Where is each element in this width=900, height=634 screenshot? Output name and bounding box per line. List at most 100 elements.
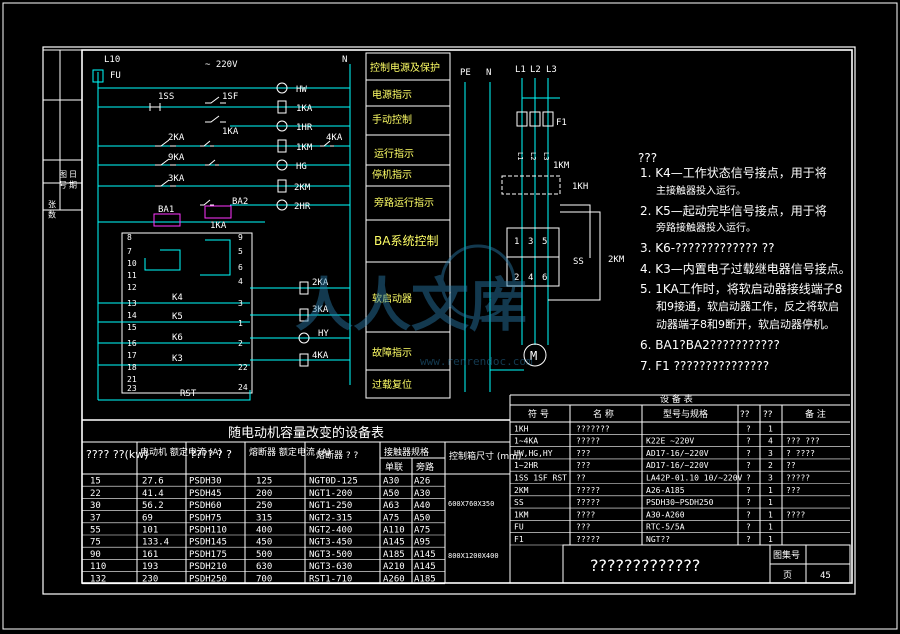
table1-cell: 15 [90,477,101,487]
table1-cell: NGT1-200 [309,489,352,499]
table1-cell: A260 [383,574,405,584]
power-l3: L3 [546,65,557,75]
table2-cell: ???? [786,510,805,519]
note-3: 旁路接触器投入运行。 [656,221,756,234]
watermark: 人人文库 www.renrendoc.com [295,244,533,368]
table1-cell: PSDH175 [189,550,227,560]
table1-cell: A30 [383,477,399,487]
note-7: 和9接通，软启动器工作，反之将软启 [656,299,839,313]
top-term-1: 3 [528,237,533,247]
term-left-0: 8 [127,233,132,242]
table2-cell: ??? [576,449,591,458]
k-label-1: K5 [172,312,183,322]
table2-cell: ? [746,498,751,507]
coil-label-6: 2KM [294,183,311,193]
table1-cell: A26 [414,477,430,487]
table1-cell: 500 [256,550,272,560]
table1-cell: PSDH45 [189,489,222,499]
stamp-text-0: 张 数 [48,200,57,220]
table2-cell: 3 [768,474,773,483]
power-l1: L1 [515,65,526,75]
table2-cell: FU [514,523,524,532]
k-label-2: K6 [172,333,183,343]
table1-cell: A95 [414,538,430,548]
table1-cell: 630 [256,562,272,572]
label-2ka: 2KA [168,133,185,143]
table2-cell: 1KH [514,424,529,433]
note-0: 1. K4—工作状态信号接点，用于将 [640,165,827,180]
border-frame [42,46,856,595]
table2-cell: 2KM [514,486,529,495]
bot-term-1: 4 [528,273,533,283]
table2-cell: 1 [768,510,773,519]
out-coil-3: 4KA [312,351,329,361]
t1-sub0: 单联 [385,461,403,473]
table1-cell: A185 [383,550,405,560]
k-label-0: K4 [172,293,183,303]
table1-cell: 700 [256,574,272,584]
label-9ka: 9KA [168,153,185,163]
t2-h0: 符 号 [528,408,549,420]
table1-cell: 27.6 [142,477,164,487]
coil-label-5: HG [296,162,307,172]
table2-cell: ? [746,449,751,458]
out-coil-1: 3KA [312,305,329,315]
label-ba2: BA2 [232,197,248,207]
table2-title: 设 备 表 [660,393,693,405]
table2-cell: ? [746,510,751,519]
table1-title: 随电动机容量改变的设备表 [228,425,384,441]
term-left-11: 21 [127,375,137,384]
func-label-6: BA系统控制 [374,234,438,248]
table2-cell: 2 [768,461,773,470]
table2-cell: ? ???? [786,449,815,458]
table1-cell: A50 [414,513,430,523]
table1-cell: 75 [90,538,101,548]
table1-cell: A40 [414,501,430,511]
table2-cell: 1 [768,498,773,507]
power-f1: F1 [556,118,567,128]
table2-cell: 1 [768,424,773,433]
stamp-text-1: 图 号 [59,170,68,190]
term-left-7: 15 [127,323,137,332]
power-pe: PE [460,68,471,78]
term-right-3: 4 [238,277,243,286]
table1-cell: 55 [90,526,101,536]
table2-cell: ??? ??? [786,437,820,446]
note-6: 5. 1KA工作时，将软启动器接线端子8 [640,281,842,296]
term-left-12: 23 [127,384,137,393]
function-column: 控制电源及保护 电源指示 手动控制 运行指示 停机指示 旁路运行指示 BA系统控… [365,52,451,399]
control-circuit [92,64,351,401]
box-size-0: 600X760X350 [448,500,494,508]
table2-cell: 1 [768,523,773,532]
page-number: 45 [820,571,831,581]
table2-cell: PSDH30~PSDH250 [646,498,714,507]
table2-cell: ??????? [576,424,610,433]
table2-cell: ??? [786,486,801,495]
watermark-text: 人人文库 [295,271,527,339]
top-term-0: 1 [514,237,519,247]
label-atlas-no: 图集号 [773,549,800,561]
table1-cell: NGT3-500 [309,550,352,560]
power-circuit [464,78,601,392]
t1-h4: 熔断器 ? ? [316,449,358,461]
label-ba1: BA1 [158,205,174,215]
table2-cell: A30-A260 [646,510,685,519]
table2-cell: ???? [576,510,595,519]
term-left-2: 10 [127,259,137,268]
table2-cell: AD17-16/~220V [646,461,709,470]
t1-h5: 接触器规格 [384,446,429,458]
func-label-9: 过载复位 [372,378,412,391]
table2-cell: ????? [576,486,600,495]
inner-frame [81,49,853,584]
coil-label-3: 1KM [296,143,313,153]
table2-cell: ? [746,535,751,544]
term-left-10: 18 [127,363,137,372]
bot-term-2: 6 [542,273,547,283]
table2-cell: ????? [576,437,600,446]
table1-cell: A210 [383,562,405,572]
table1-cell: 101 [142,526,158,536]
term-left-4: 12 [127,283,137,292]
table2-cell: SS [514,498,524,507]
circuit-labels: L10 FU ~ 220V N 1SS 1SF 1KA 2KA 9KA 3KA … [104,55,347,399]
term-right-8: 24 [238,383,248,392]
